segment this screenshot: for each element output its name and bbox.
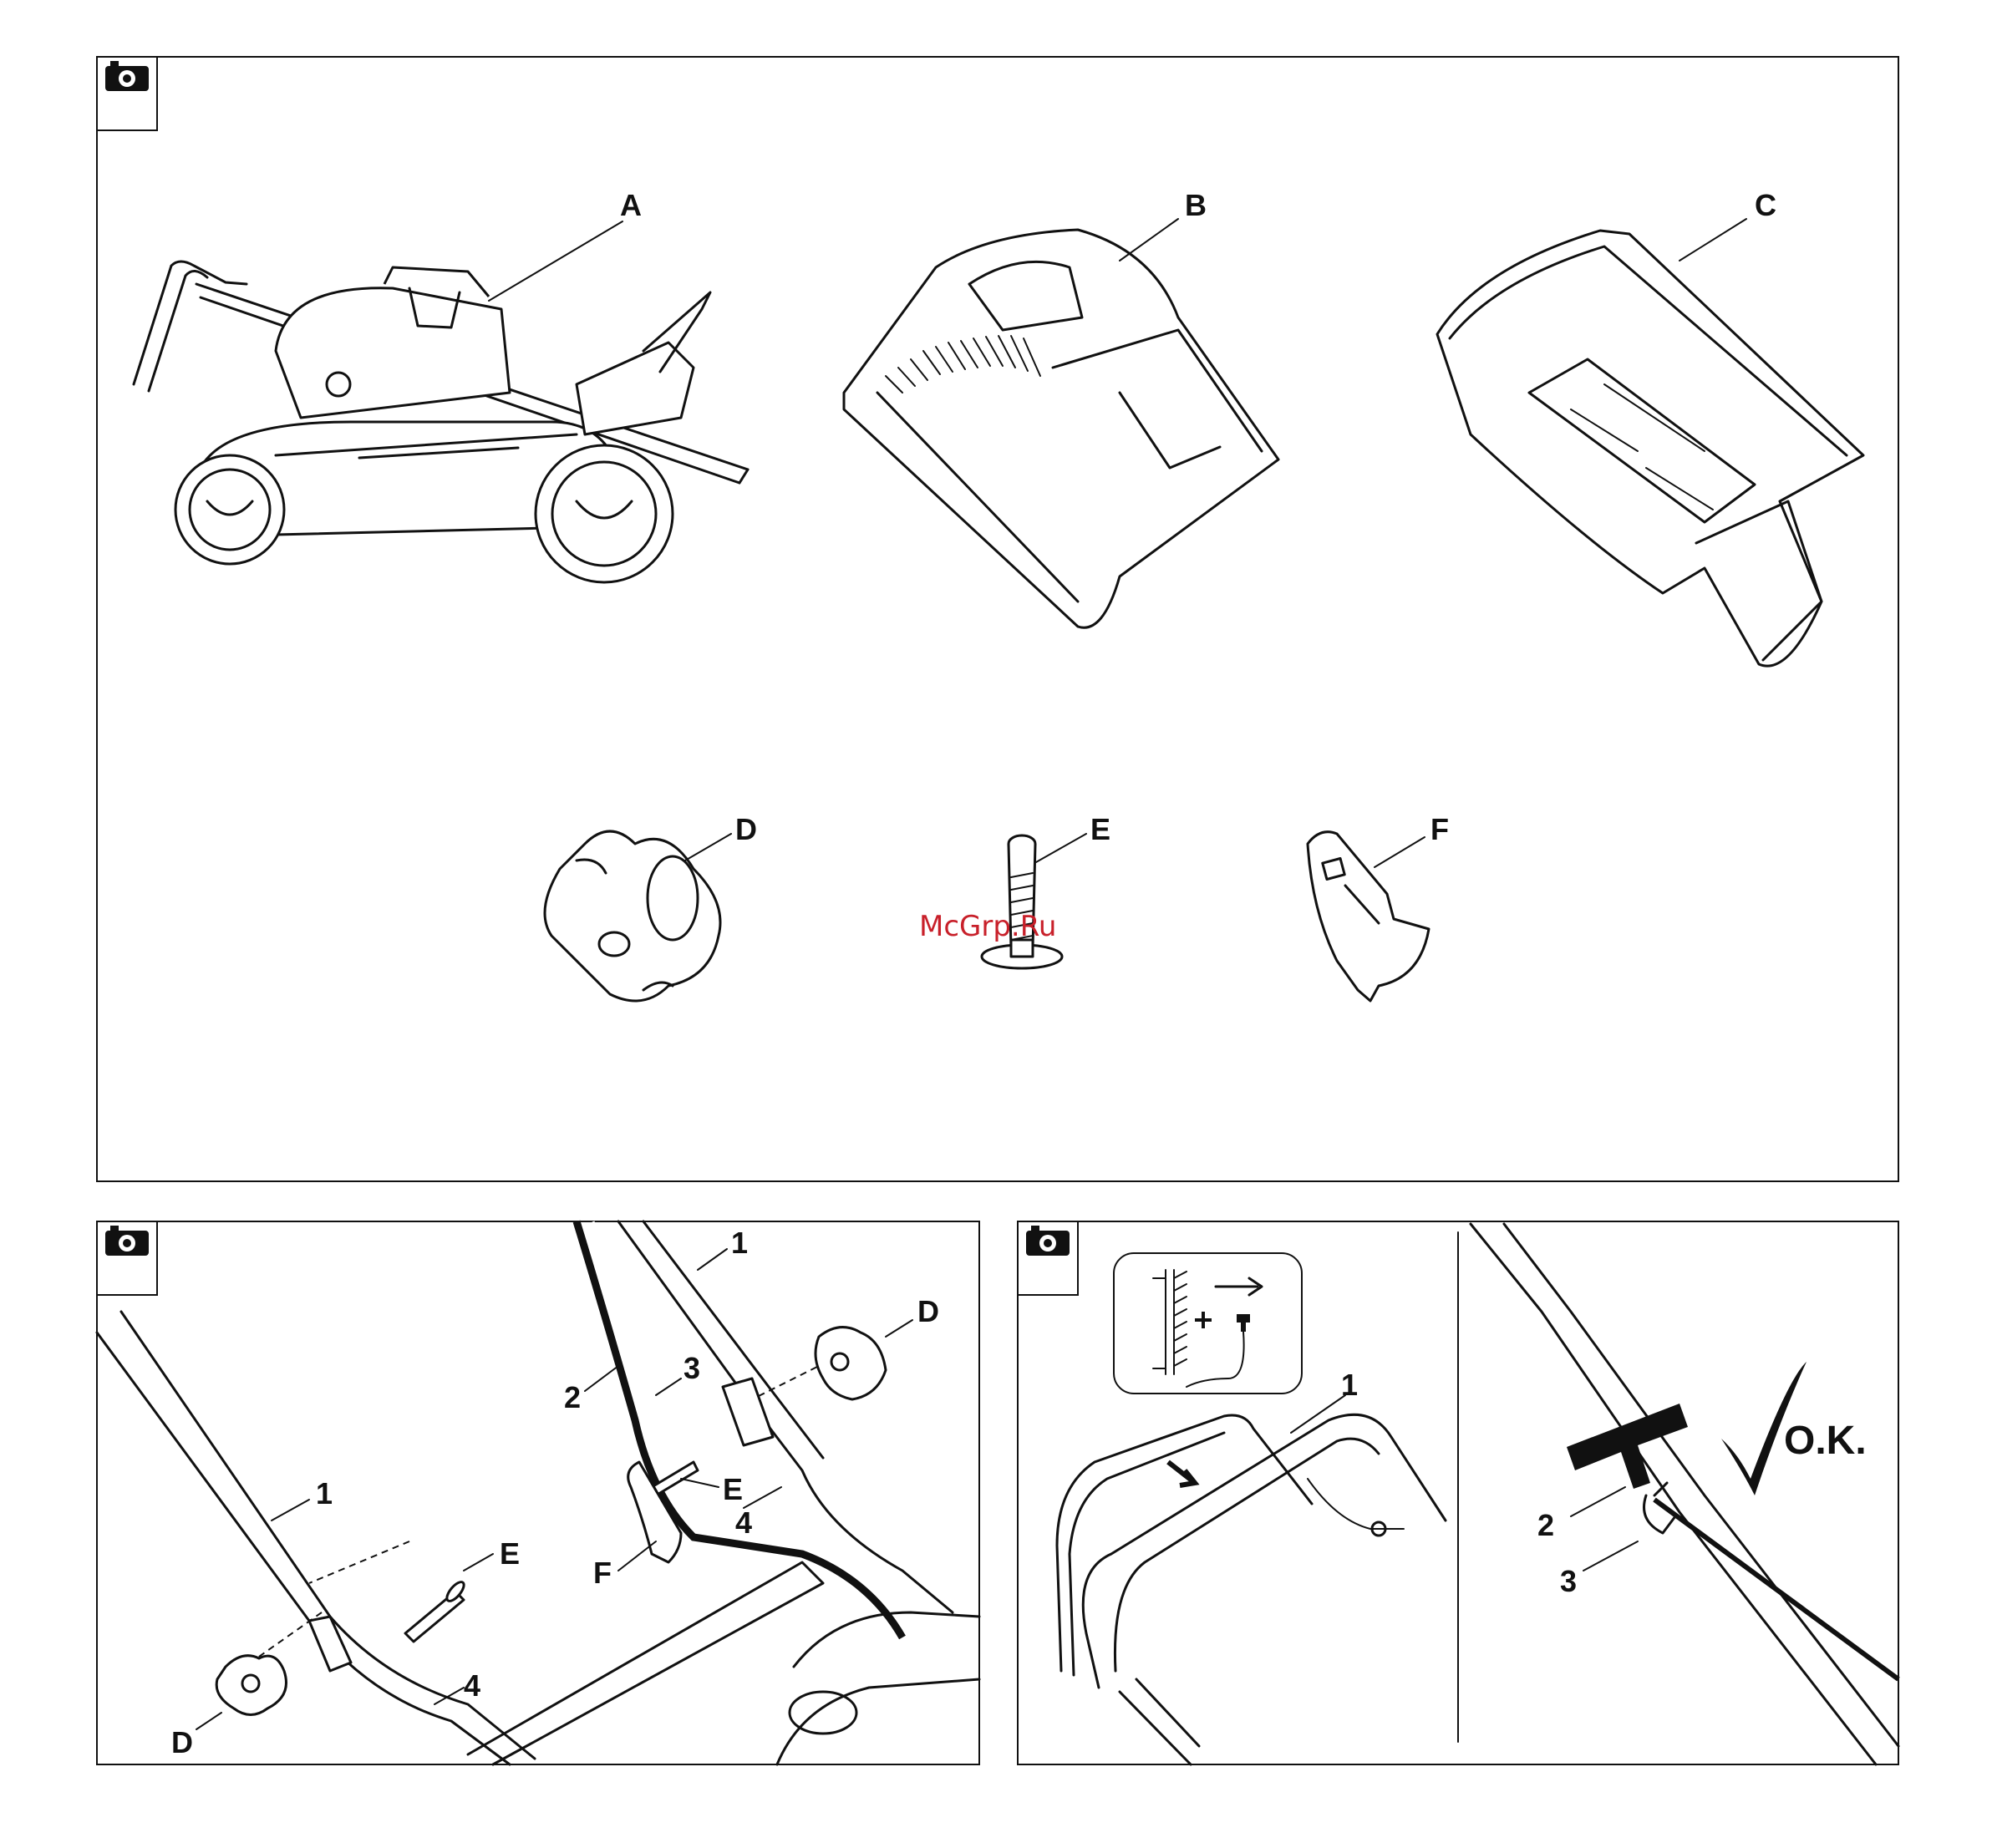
star-knob-left <box>216 1656 286 1715</box>
label-f: F <box>1430 812 1449 846</box>
label-b: B <box>1185 188 1207 222</box>
label-e: E <box>1090 812 1110 846</box>
label-2: 2 <box>564 1380 581 1414</box>
camera-icon <box>97 57 157 130</box>
label-1: 1 <box>1341 1368 1358 1402</box>
star-knob-right <box>816 1328 886 1399</box>
bolt-illustration <box>982 835 1062 968</box>
label-d-top: D <box>917 1294 939 1328</box>
label-3: 3 <box>1560 1564 1577 1598</box>
grass-catcher-top-illustration <box>844 230 1278 627</box>
label-4-bottom: 4 <box>464 1668 480 1703</box>
panel-contents: A B <box>97 57 1898 1181</box>
label-e-left: E <box>500 1536 520 1571</box>
label-1-left: 1 <box>316 1476 333 1510</box>
camera-icon <box>97 1221 157 1295</box>
watermark: McGrp.Ru <box>919 910 1056 943</box>
lawn-mower-illustration <box>134 261 748 582</box>
panel-cable-adjustment: 1 2 3 O.K. <box>1018 1221 1898 1764</box>
camera-icon <box>1018 1221 1078 1295</box>
bolt-left <box>405 1579 467 1642</box>
label-e-top: E <box>723 1472 743 1506</box>
label-f: F <box>593 1556 612 1590</box>
bolt-right <box>652 1462 698 1495</box>
grass-catcher-bottom-illustration <box>1437 231 1863 666</box>
adjustment-hint-box <box>1114 1253 1302 1394</box>
label-d: D <box>735 812 757 846</box>
label-c: C <box>1755 188 1776 222</box>
label-4-top: 4 <box>735 1505 752 1540</box>
label-3: 3 <box>683 1351 700 1385</box>
panel-handle-assembly: 1 D 2 3 E 4 F 1 E 4 D <box>97 1221 979 1764</box>
label-d-bottom: D <box>171 1725 193 1759</box>
star-knob-illustration <box>545 831 720 1001</box>
cable-clip-illustration <box>1308 832 1429 1001</box>
label-1-top: 1 <box>731 1226 748 1260</box>
ok-text: O.K. <box>1784 1419 1867 1463</box>
label-a: A <box>620 188 642 222</box>
label-2: 2 <box>1537 1508 1554 1542</box>
